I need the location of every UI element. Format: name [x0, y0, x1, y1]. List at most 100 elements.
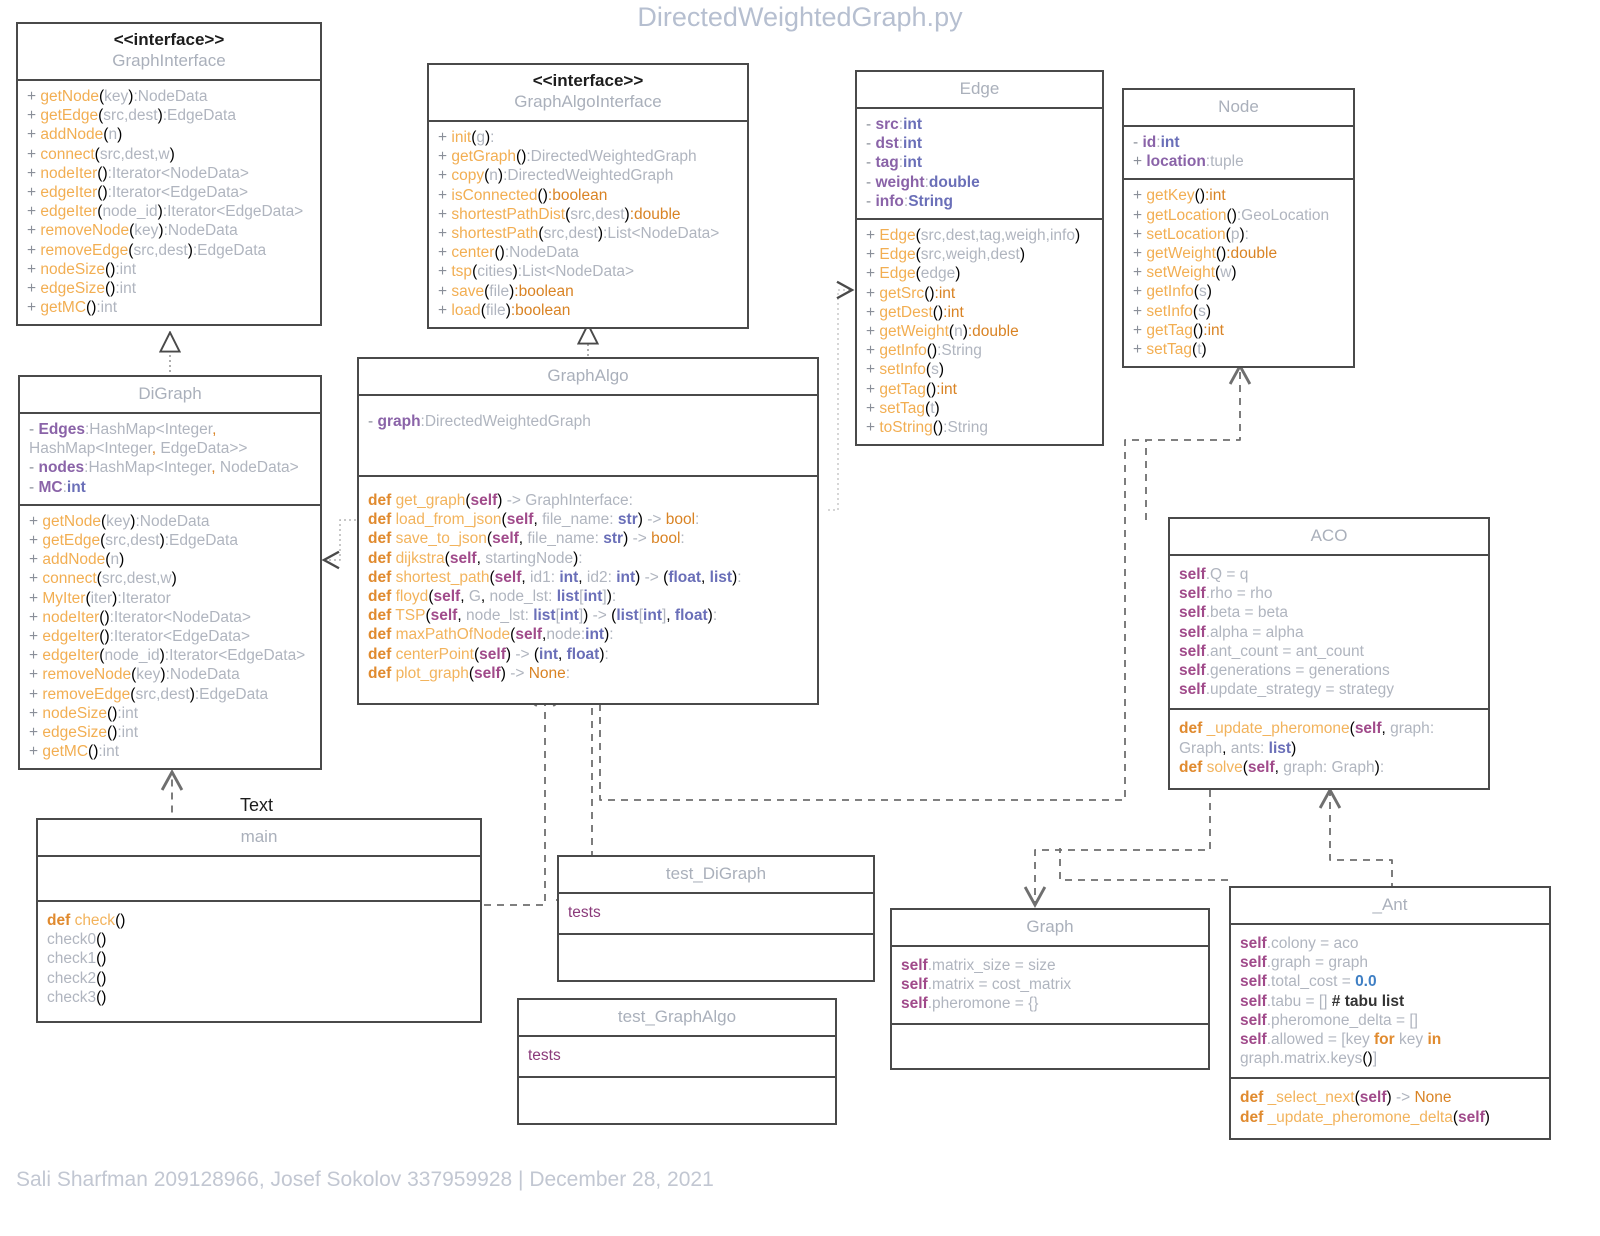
method-row: + getWeight(n):double [866, 323, 1019, 341]
method-row: self.generations = generations [1179, 662, 1390, 680]
link-aco-depends-graph [1023, 790, 1211, 908]
page-title: DirectedWeightedGraph.py [637, 2, 963, 32]
class-name-label: ACO [1310, 526, 1348, 545]
method-row: + load(file):boolean [438, 301, 571, 319]
method-row: self.alpha = alpha [1179, 623, 1304, 641]
method-row: + Edge(src,weigh,dest) [866, 246, 1025, 264]
class-box-test-digraph[interactable]: test_DiGraph tests [557, 855, 875, 983]
method-row: self.colony = aco [1240, 935, 1359, 952]
attribute-row: - tag:int [866, 154, 922, 172]
class-header-test-digraph: test_DiGraph [559, 857, 873, 894]
attribute-row: + location:tuple [1133, 153, 1244, 171]
class-header-ant: _Ant [1231, 888, 1549, 925]
class-box-graph-algo-interface[interactable]: <<interface>> GraphAlgoInterface + init(… [427, 63, 749, 330]
link-main-depends-graphalgo [484, 685, 557, 906]
class-box-main[interactable]: main def check()check0()check1()check2()… [36, 818, 482, 1024]
method-row: + nodeSize():int [27, 260, 137, 278]
method-row: def save_to_json(self, file_name: str) -… [368, 530, 685, 548]
method-row: def check() [47, 912, 126, 929]
method-row: def solve(self, graph: Graph): [1179, 758, 1385, 776]
attributes-compartment: - id:int + location:tuple [1124, 127, 1353, 181]
attribute-row: - info:String [866, 192, 953, 210]
class-name-label: Edge [959, 79, 1000, 98]
methods-compartment [519, 1078, 835, 1123]
method-row: + shortestPath(src,dest):List<NodeData> [438, 225, 720, 243]
attribute-row: - graph:DirectedWeightedGraph [368, 413, 591, 430]
method-row: + getLocation():GeoLocation [1133, 206, 1330, 224]
method-row: + setInfo(s) [866, 361, 944, 379]
method-row: + getEdge(src,dest):EdgeData [29, 532, 238, 550]
attribute-row: - id:int [1133, 134, 1180, 151]
class-box-node[interactable]: Node - id:int + location:tuple + getKey()… [1122, 88, 1355, 369]
method-row: + addNode(n) [29, 551, 125, 569]
method-row: self.ant_count = ant_count [1179, 642, 1364, 660]
method-row: check3() [47, 988, 107, 1006]
class-box-test-graphalgo[interactable]: test_GraphAlgo tests [517, 998, 837, 1126]
method-row: + init(g): [438, 129, 495, 146]
methods-compartment: def _update_pheromone(self, graph: Graph… [1170, 710, 1488, 788]
method-row: self.allowed = [key for key in graph.mat… [1240, 1031, 1442, 1068]
method-row: self.pheromone = {} [901, 995, 1039, 1013]
methods-compartment [892, 1025, 1208, 1068]
method-row: + edgeSize():int [27, 280, 137, 298]
method-row: + nodeSize():int [29, 704, 139, 722]
method-row: self.matrix_size = size [901, 957, 1056, 974]
attributes-compartment: - graph:DirectedWeightedGraph [359, 396, 817, 477]
class-name-label: GraphAlgoInterface [514, 92, 662, 111]
attribute-row: - MC:int [29, 478, 86, 496]
methods-compartment: + Edge(src,dest,tag,weigh,info)+ Edge(sr… [857, 220, 1102, 444]
method-row: + setInfo(s) [1133, 302, 1211, 320]
class-box-graph-interface[interactable]: <<interface>> GraphInterface + getNode(k… [16, 22, 322, 327]
methods-compartment: + getKey():int+ getLocation():GeoLocatio… [1124, 180, 1353, 366]
link-ant-depends-aco [1318, 787, 1393, 890]
class-box-digraph[interactable]: DiGraph - Edges:HashMap<Integer, HashMap… [18, 375, 322, 771]
method-row: + removeNode(key):NodeData [29, 666, 240, 684]
method-row: def centerPoint(self) -> (int, float): [368, 645, 609, 663]
class-box-edge[interactable]: Edge - src:int- dst:int- tag:int- weight… [855, 70, 1104, 447]
method-row: + connect(src,dest,w) [27, 145, 175, 163]
method-row: + getWeight():double [1133, 245, 1278, 263]
class-name-label: main [240, 827, 278, 846]
method-row: + setTag(t) [866, 399, 940, 417]
methods-compartment: def check()check0()check1()check2()check… [38, 902, 480, 1021]
method-row: + getNode(key):NodeData [27, 88, 208, 105]
class-name-label: DiGraph [138, 384, 202, 403]
link-ant-depends-graph [1059, 848, 1228, 881]
method-row: + shortestPathDist(src,dest):double [438, 205, 681, 223]
method-row: self.tabu = [] # tabu list [1240, 992, 1405, 1010]
class-header-graph: Graph [892, 910, 1208, 947]
method-row: + edgeIter(node_id):Iterator<EdgeData> [27, 203, 304, 221]
method-row: def plot_graph(self) -> None: [368, 664, 571, 682]
methods-compartment: def get_graph(self) -> GraphInterface:de… [359, 477, 817, 703]
method-row: + edgeSize():int [29, 724, 139, 742]
class-name-label: GraphInterface [112, 51, 226, 70]
class-header-node: Node [1124, 90, 1353, 127]
method-row: def floyd(self, G, node_lst: list[int]): [368, 588, 617, 606]
method-row: + getNode(key):NodeData [29, 512, 210, 530]
method-row: check2() [47, 969, 107, 987]
class-name-label: Node [1218, 97, 1259, 116]
method-row: + getSrc():int [866, 284, 956, 302]
method-row: def dijkstra(self, startingNode): [368, 549, 583, 567]
attribute-row: - Edges:HashMap<Integer, HashMap<Integer… [29, 421, 248, 458]
tests-label: tests [568, 904, 601, 921]
methods-compartment: + getNode(key):NodeData+ getEdge(src,des… [18, 81, 320, 324]
link-graphalgo-uses-digraph [321, 519, 356, 570]
class-name-label: GraphAlgo [547, 366, 629, 385]
attributes-compartment: - Edges:HashMap<Integer, HashMap<Integer… [20, 414, 320, 506]
class-box-graph-algo[interactable]: GraphAlgo - graph:DirectedWeightedGraph … [357, 357, 819, 706]
attribute-row: - src:int [866, 116, 923, 133]
method-row: + getMC():int [29, 743, 120, 761]
method-row: + save(file):boolean [438, 282, 574, 300]
method-row: + getKey():int [1133, 187, 1226, 205]
class-header-graph-algo-interface: <<interface>> GraphAlgoInterface [429, 65, 747, 122]
method-row: + nodeIter():Iterator<NodeData> [27, 164, 249, 182]
method-row: + toString():String [866, 419, 988, 437]
method-row: + getGraph():DirectedWeightedGraph [438, 148, 697, 166]
method-row: self.beta = beta [1179, 604, 1289, 622]
stereotype-label: <<interface>> [532, 71, 644, 90]
